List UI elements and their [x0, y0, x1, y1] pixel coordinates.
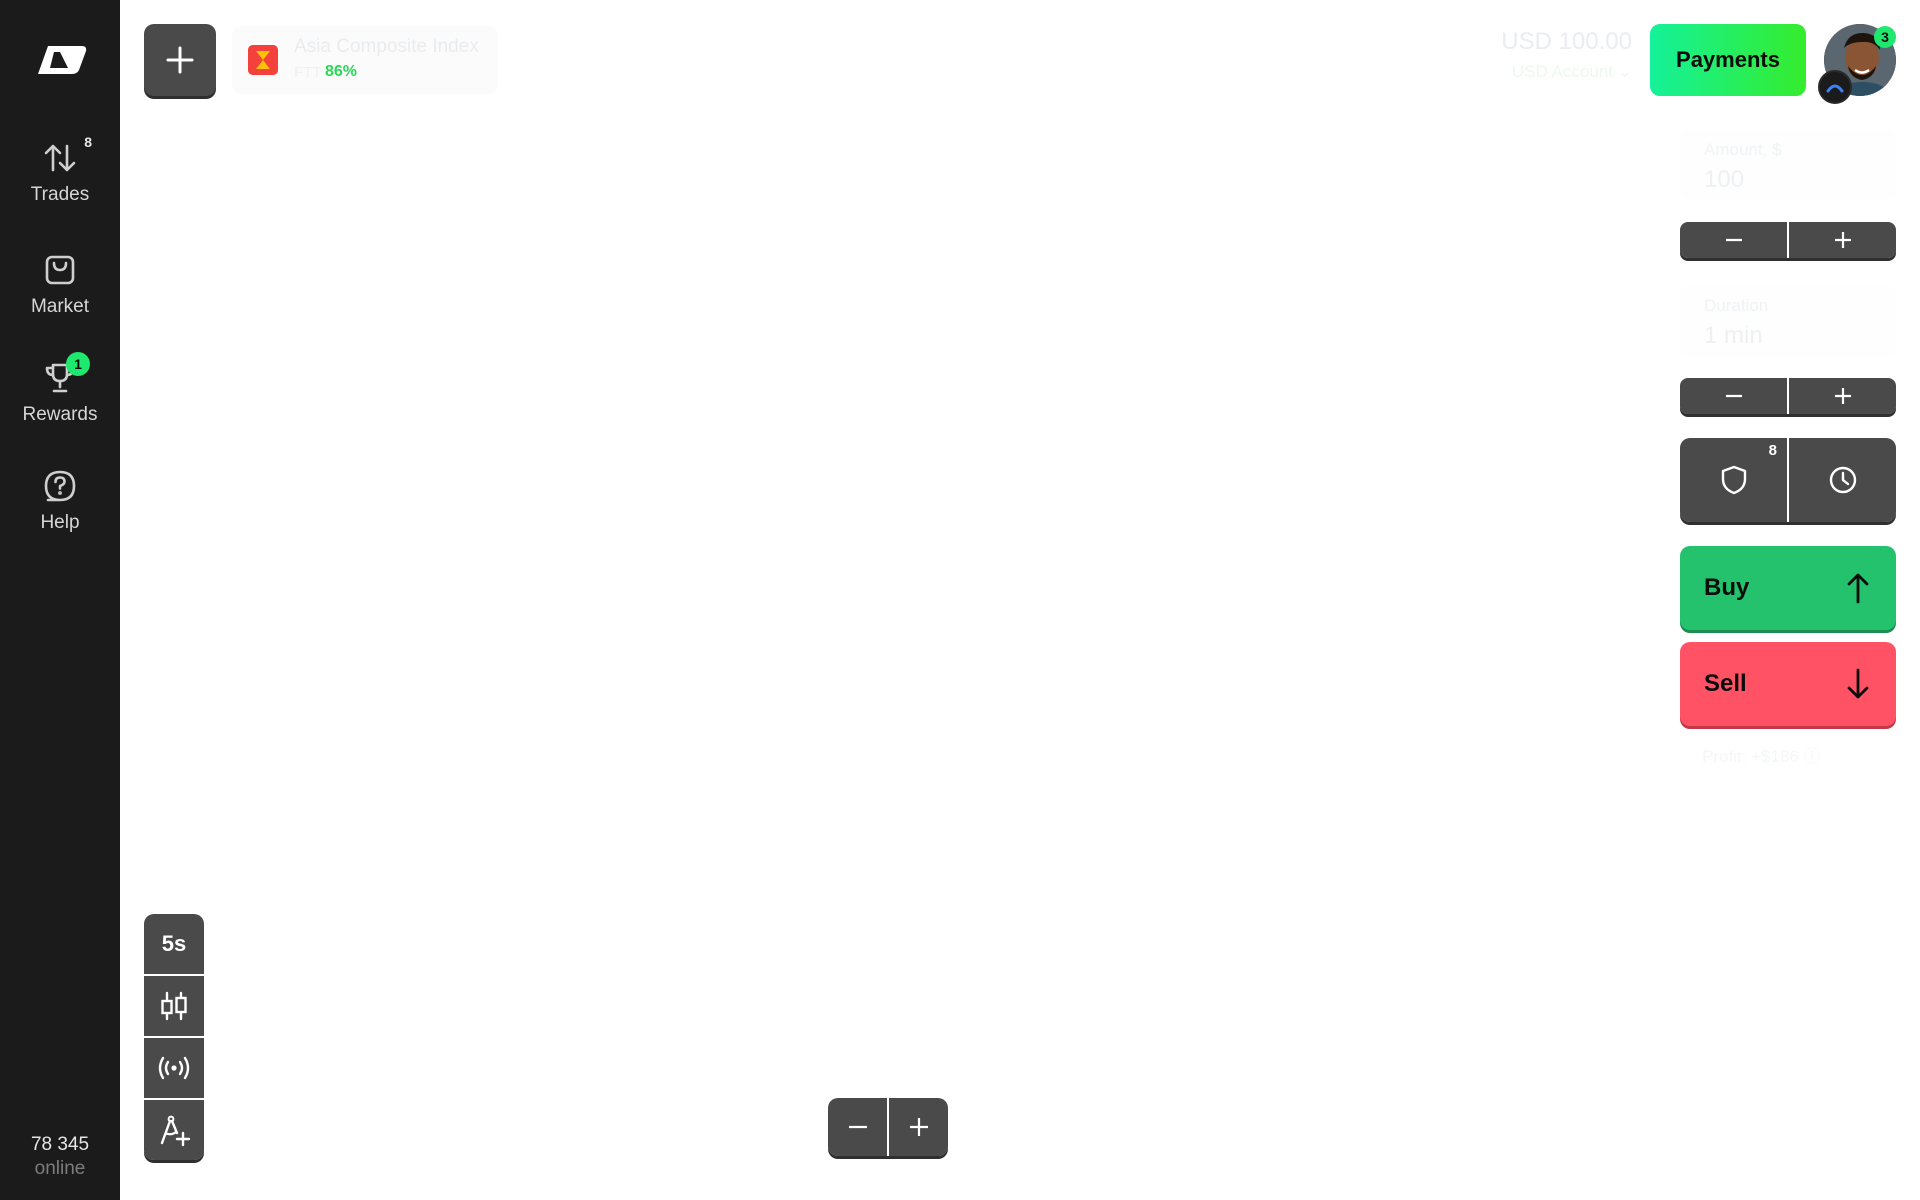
account-balance[interactable]: USD 100.00 USD Account ⌄ [1462, 28, 1632, 82]
amount-value: 100 [1704, 166, 1745, 193]
amount-field[interactable]: Amount, $ 100 [1680, 130, 1896, 200]
timeframe-button[interactable]: 5s [144, 914, 204, 974]
amount-decrease-button[interactable] [1680, 222, 1787, 258]
sidebar-item-rewards[interactable]: 1 Rewards [0, 352, 120, 450]
shield-icon [1721, 465, 1746, 495]
balance-amount: USD 100.00 [1501, 28, 1632, 55]
duration-stepper [1680, 378, 1896, 414]
profit-info: Profit: +$186 ⓘ [1702, 742, 1821, 767]
minus-icon [1725, 238, 1742, 242]
online-counter: 78 345 online [0, 1134, 120, 1180]
asset-flag-icon [248, 45, 278, 75]
chart-tools: 5s [144, 914, 204, 1160]
zoom-out-button[interactable] [828, 1098, 887, 1156]
shopping-bag-icon [42, 252, 78, 288]
trade-options: 8 [1680, 438, 1896, 522]
minus-icon [848, 1125, 867, 1129]
sidebar-item-label: Help [40, 512, 80, 533]
plus-icon [909, 1118, 928, 1136]
duration-value: 1 min [1704, 322, 1763, 349]
rewards-badge: 1 [66, 352, 90, 376]
arrow-down-icon [1847, 668, 1869, 699]
online-label: online [34, 1158, 86, 1179]
buy-button[interactable]: Buy [1680, 546, 1896, 630]
sidebar-item-market[interactable]: Market [0, 252, 120, 342]
sidebar-item-help[interactable]: Help [0, 468, 120, 558]
sidebar-item-label: Rewards [22, 404, 98, 425]
minus-icon [1725, 394, 1742, 398]
sell-label: Sell [1704, 670, 1747, 697]
arrow-up-icon [1847, 573, 1869, 604]
broadcast-icon [158, 1056, 190, 1080]
clock-icon [1829, 466, 1856, 494]
chevron-down-icon: ⌄ [1617, 62, 1632, 81]
pending-trade-button[interactable] [1787, 438, 1896, 522]
asset-name: Asia Composite Index [294, 36, 479, 57]
drawing-tools-button[interactable] [144, 1098, 204, 1160]
plus-icon [1834, 232, 1851, 248]
account-type-label: USD Account [1511, 62, 1614, 81]
asset-selector[interactable]: Asia Composite Index FTT 86% [232, 26, 498, 94]
duration-decrease-button[interactable] [1680, 378, 1787, 414]
trophy-icon: 1 [42, 352, 90, 396]
add-asset-button[interactable] [144, 24, 216, 96]
sidebar-item-label: Trades [30, 184, 90, 205]
zoom-controls [828, 1098, 948, 1156]
asset-type: FTT [294, 64, 322, 81]
chart-type-button[interactable] [144, 974, 204, 1036]
payments-button[interactable]: Payments [1650, 24, 1806, 96]
level-icon [1818, 70, 1852, 104]
plus-icon [1834, 388, 1851, 404]
help-circle-icon [42, 468, 78, 504]
avatar[interactable]: 3 [1818, 24, 1896, 104]
signals-button[interactable] [144, 1036, 204, 1098]
sidebar-item-label: Market [30, 296, 90, 317]
candlestick-icon [161, 991, 187, 1021]
amount-increase-button[interactable] [1787, 222, 1896, 258]
compass-add-icon [160, 1115, 191, 1147]
profit-text: Profit: +$186 [1702, 747, 1799, 766]
logo-icon[interactable] [30, 40, 90, 78]
sidebar-item-trades[interactable]: 8 Trades [0, 134, 120, 230]
online-count: 78 345 [30, 1134, 90, 1155]
arrows-up-down-icon: 8 [42, 134, 92, 176]
buy-label: Buy [1704, 574, 1750, 601]
insurance-badge: 8 [1768, 442, 1777, 459]
account-type: USD Account ⌄ [1462, 62, 1632, 82]
amount-label: Amount, $ [1704, 140, 1782, 159]
asset-payout: 86% [325, 63, 358, 80]
info-icon[interactable]: ⓘ [1803, 747, 1821, 766]
sell-button[interactable]: Sell [1680, 642, 1896, 726]
amount-stepper [1680, 222, 1896, 258]
zoom-in-button[interactable] [887, 1098, 948, 1156]
sidebar: 8 Trades Market 1 Rewards [0, 0, 120, 1200]
duration-label: Duration [1704, 296, 1769, 315]
notifications-badge: 3 [1874, 26, 1896, 48]
plus-icon [166, 46, 194, 74]
duration-field[interactable]: Duration 1 min [1680, 286, 1896, 356]
insurance-button[interactable]: 8 [1680, 438, 1787, 522]
duration-increase-button[interactable] [1787, 378, 1896, 414]
trades-count-badge: 8 [84, 134, 92, 150]
